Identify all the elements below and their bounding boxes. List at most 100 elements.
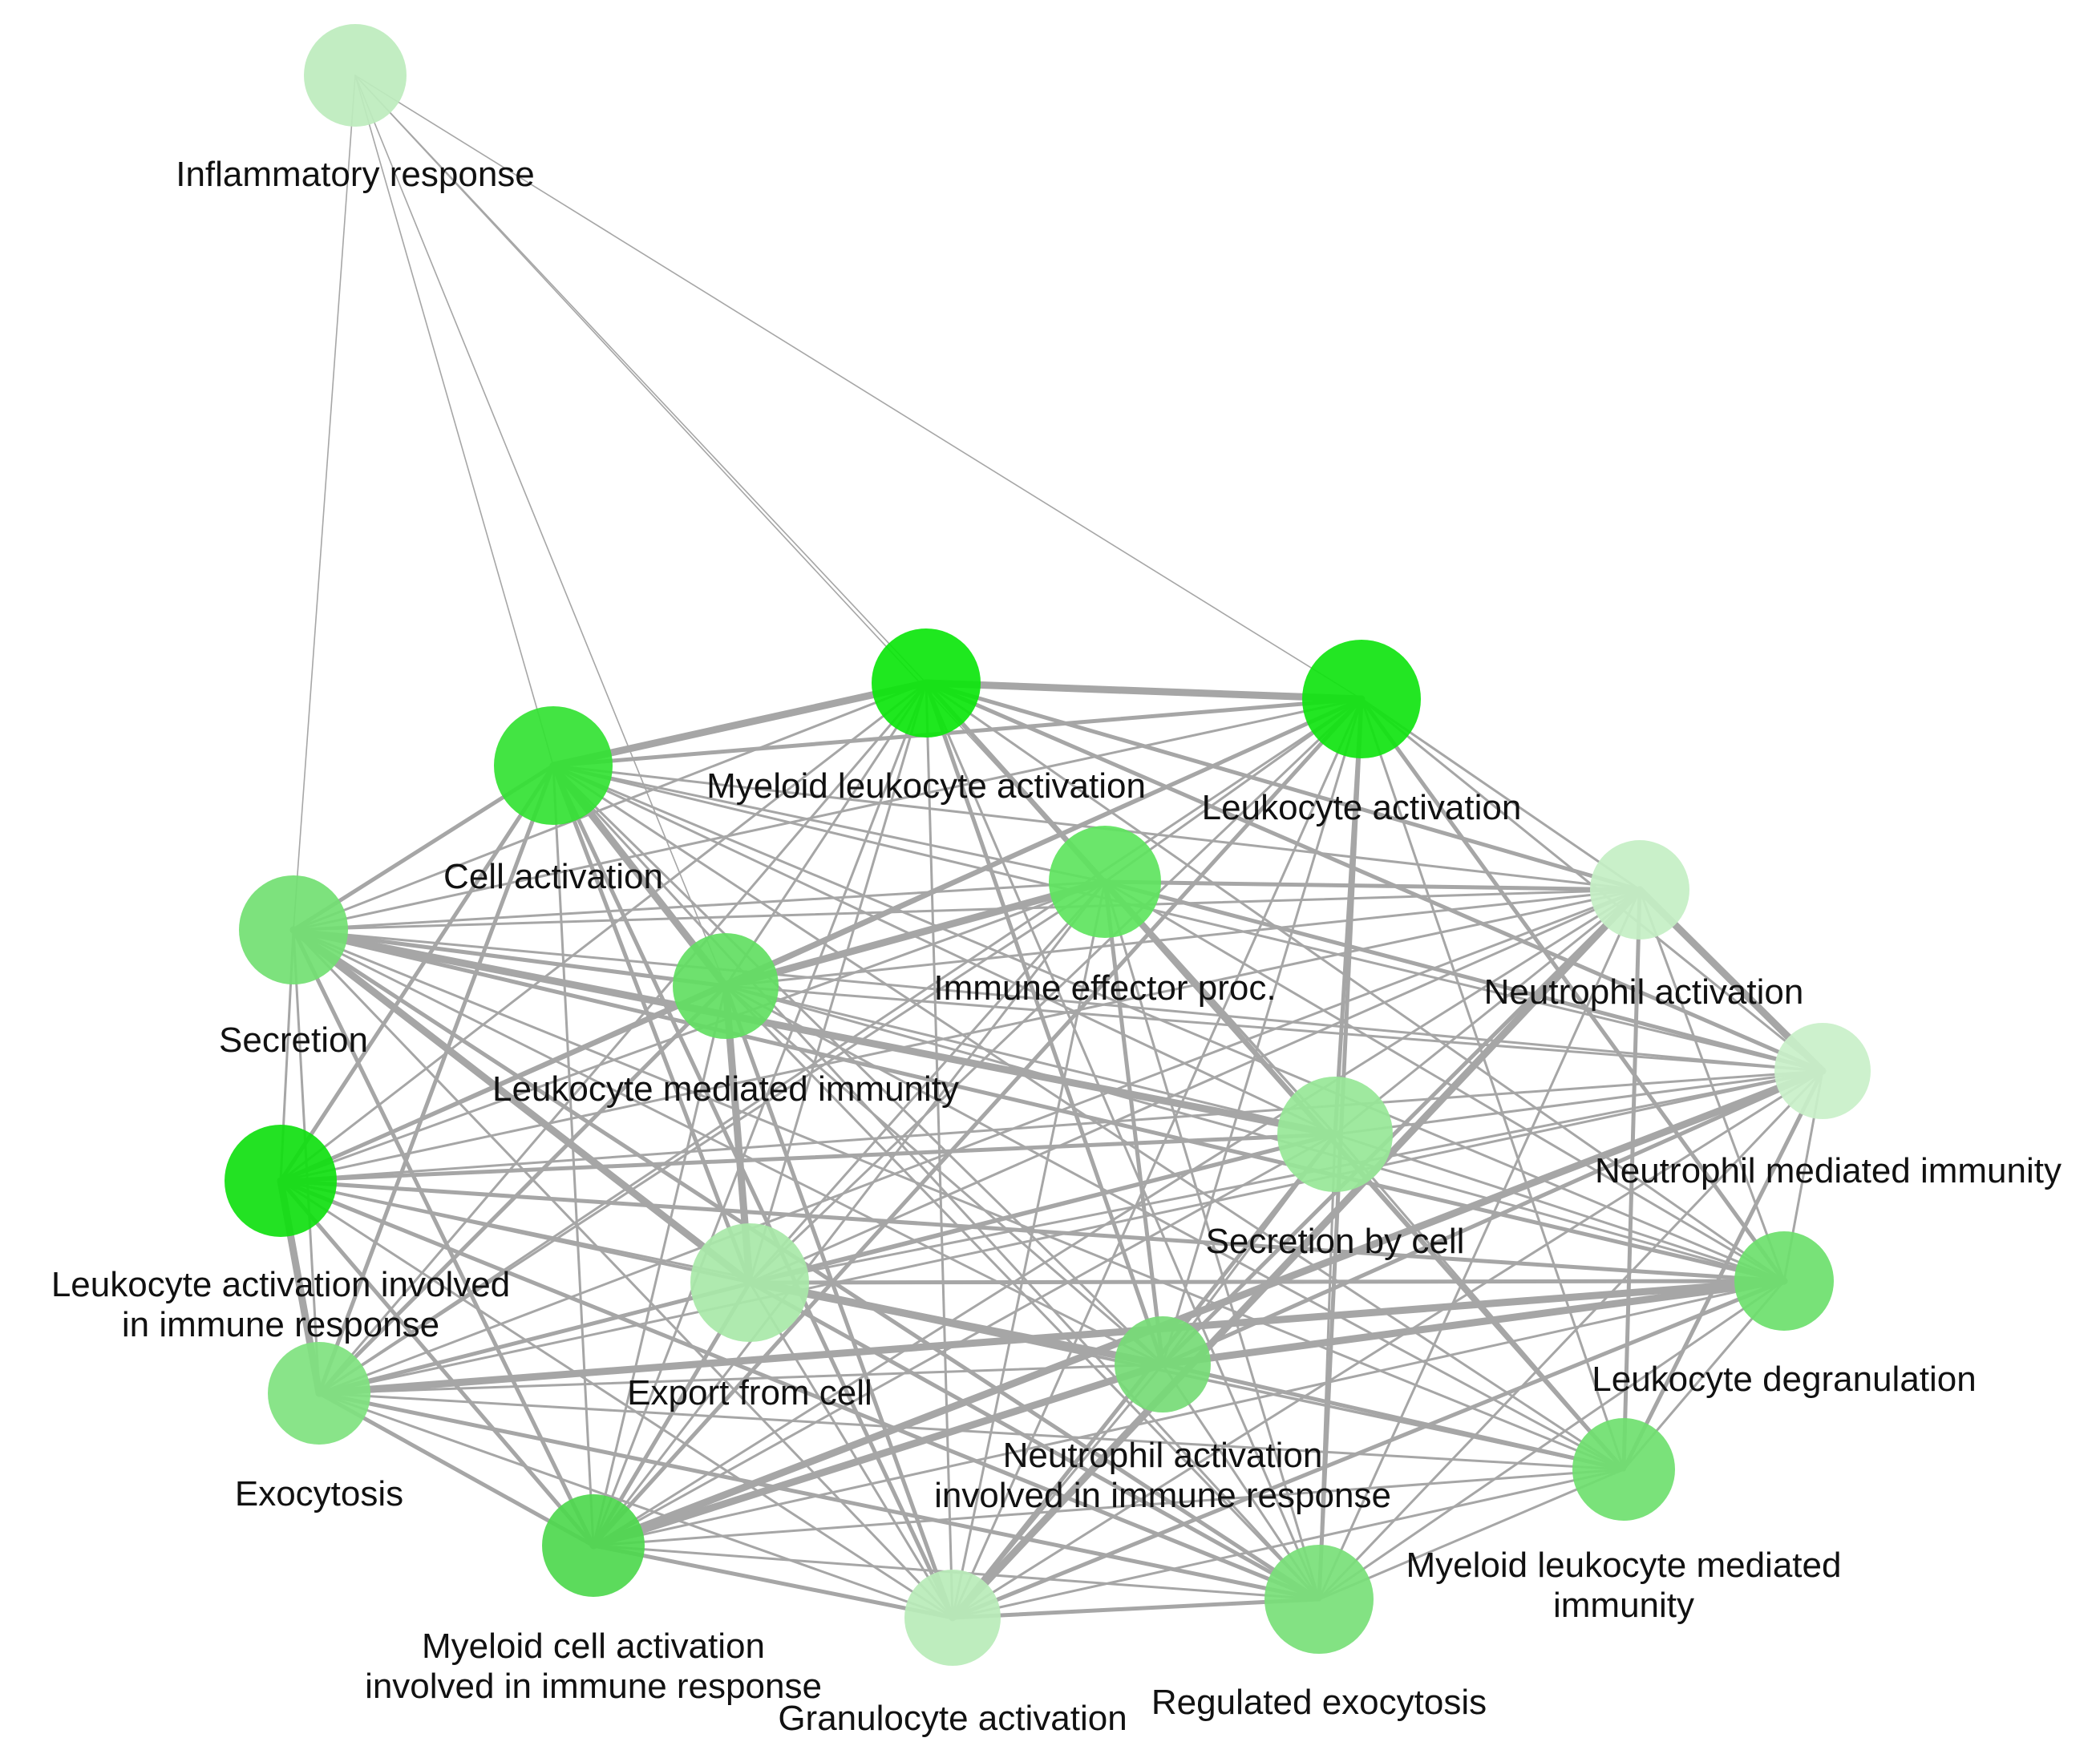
edge-immune_eff-leuk_act_imm [279,880,1107,1182]
edge-exocytosis-myeloid_leuk_med_imm [318,1392,1625,1471]
edge-cell_act-leuk_act_imm [278,763,556,1183]
edge-myeloid_leuk_act-neut_med_imm [924,681,1825,1073]
edge-secr_by_cell-neut_med_imm [1333,1069,1824,1136]
node-neut-med-imm[interactable] [1774,1023,1871,1119]
label-line: Regulated exocytosis [1151,1683,1487,1722]
node-myeloid-leuk-med-imm[interactable] [1572,1418,1675,1521]
label-reg-exocytosis: Regulated exocytosis [1151,1683,1487,1722]
edge-myeloid_leuk_act-leuk_degran [925,681,1786,1283]
edge-neut_med_imm-export_cell [748,1069,1824,1284]
node-secr-by-cell[interactable] [1277,1077,1393,1192]
node-immune-eff[interactable] [1049,826,1161,938]
label-granulocyte-act: Granulocyte activation [778,1699,1127,1738]
node-myeloid-leuk-act[interactable] [872,628,981,738]
node-export-cell[interactable] [690,1223,809,1342]
label-leuk-med-imm: Leukocyte mediated immunity [492,1069,959,1109]
edge-myeloid_leuk_act-cell_act [549,679,930,770]
node-exocytosis[interactable] [268,1342,370,1445]
node-neut-act-imm[interactable] [1115,1316,1211,1412]
node-secretion[interactable] [239,875,348,984]
edge-neut_act-myeloid_cell_act_imm [592,888,1641,1547]
node-reg-exocytosis[interactable] [1264,1545,1374,1654]
label-line: Leukocyte activation involved [51,1265,510,1304]
label-line: Neutrophil mediated immunity [1595,1151,2062,1190]
edge-export_cell-exocytosis [318,1281,751,1395]
edge-secretion-myeloid_cell_act_imm [291,927,596,1548]
label-cell-act: Cell activation [443,857,663,896]
edge-leuk_degran-neut_act_imm [1159,1277,1788,1368]
edge-secretion-leuk_med_imm [291,927,728,988]
edge-neut_act_imm-myeloid_leuk_med_imm [1160,1362,1626,1472]
label-line: Export from cell [627,1373,872,1412]
label-line: Cell activation [443,857,663,896]
label-line: Secretion by cell [1206,1222,1465,1261]
edge-cell_act-leuk_degran [552,764,1786,1283]
edge-cell_act-export_cell [551,763,752,1285]
edge-myeloid_cell_act_imm-myeloid_leuk_med_imm [592,1468,1625,1547]
nodes-layer [225,24,1871,1666]
label-exocytosis: Exocytosis [235,1474,403,1513]
edge-neut_act_imm-exocytosis [318,1363,1164,1395]
edge-secretion-reg_exocytosis [291,927,1321,1602]
label-line: Leukocyte activation [1202,788,1522,827]
edge-inflammatory-leuk_act [354,75,1362,700]
edge-leuk_act-myeloid_leuk_med_imm [1360,697,1625,1471]
label-line: Myeloid cell activation [422,1627,765,1666]
label-neut-act: Neutrophil activation [1484,972,1804,1012]
edge-myeloid_leuk_act-secretion [292,681,928,932]
node-granulocyte-act[interactable] [904,1570,1001,1666]
label-immune-eff: Immune effector proc. [933,968,1276,1008]
edge-myeloid_leuk_act-leuk_act [922,679,1366,703]
edge-leuk_med_imm-exocytosis [317,984,728,1396]
edge-cell_act-neut_med_imm [552,764,1824,1073]
edge-export_cell-granulocyte_act [748,1281,954,1619]
edge-leuk_act-granulocyte_act [951,697,1363,1619]
edge-immune_eff-neut_act [1103,879,1642,892]
label-line: Myeloid leukocyte mediated [1406,1546,1842,1585]
label-leuk-act: Leukocyte activation [1202,788,1522,827]
edge-cell_act-reg_exocytosis [552,764,1321,1601]
edge-exocytosis-reg_exocytosis [317,1391,1321,1602]
label-line: involved in immune response [934,1476,1391,1515]
label-line: Neutrophil activation [1484,972,1804,1012]
edge-leuk_act_imm-leuk_degran [278,1178,1786,1283]
node-inflammatory[interactable] [304,24,407,127]
edge-cell_act-immune_eff [552,764,1107,883]
edge-leuk_act-export_cell [748,697,1363,1284]
edge-granulocyte_act-reg_exocytosis [950,1597,1321,1620]
edge-leuk_degran-myeloid_cell_act_imm [592,1279,1786,1547]
edge-secretion-myeloid_leuk_med_imm [292,928,1625,1471]
edge-secretion-export_cell [289,926,754,1287]
node-neut-act[interactable] [1590,840,1689,940]
label-line: Exocytosis [235,1474,403,1513]
node-leuk-med-imm[interactable] [673,933,779,1039]
edge-neut_med_imm-neut_act_imm [1160,1069,1825,1367]
node-leuk-act[interactable] [1302,640,1421,758]
edge-inflammatory-secretion [293,75,356,931]
node-cell-act[interactable] [494,706,613,825]
label-line: in immune response [122,1305,439,1344]
label-neut-med-imm: Neutrophil mediated immunity [1595,1151,2062,1190]
edge-inflammatory-cell_act [354,75,554,766]
node-leuk-degran[interactable] [1734,1231,1834,1331]
edge-leuk_degran-reg_exocytosis [1317,1279,1786,1601]
edge-leuk_act_imm-secr_by_cell [278,1132,1337,1183]
edge-secr_by_cell-reg_exocytosis [1317,1133,1337,1601]
node-myeloid-cell-act-imm[interactable] [542,1494,645,1597]
edge-secretion-neut_act [292,888,1641,932]
edge-neut_act-exocytosis [318,888,1641,1395]
edge-myeloid_leuk_med_imm-granulocyte_act [951,1468,1625,1619]
edge-leuk_act_imm-reg_exocytosis [278,1178,1321,1602]
edge-myeloid_leuk_act-export_cell [748,681,928,1284]
label-inflammatory: Inflammatory response [176,155,535,194]
node-leuk-act-imm[interactable] [225,1125,337,1237]
edge-leuk_degran-granulocyte_act [950,1279,1786,1620]
edge-myeloid_leuk_med_imm-reg_exocytosis [1317,1468,1625,1601]
edge-neut_act-export_cell [748,888,1641,1284]
label-leuk-degran: Leukocyte degranulation [1592,1360,1976,1399]
edge-neut_act-reg_exocytosis [1317,888,1641,1601]
label-line: Myeloid leukocyte activation [706,766,1146,806]
